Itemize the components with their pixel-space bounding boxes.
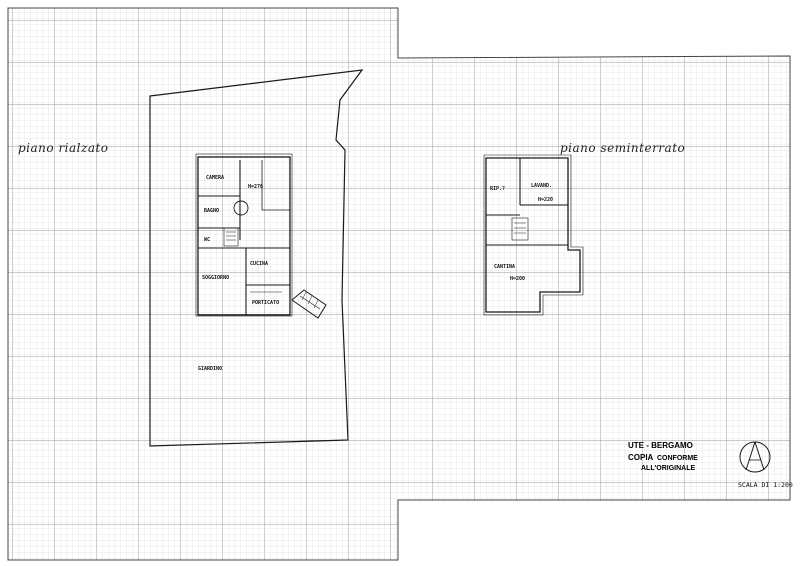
stamp-conforme: CONFORME [657,455,698,462]
room-height-label: H=270 [248,184,263,190]
stamp-office: UTE - BERGAMO [628,441,693,450]
room-cucina-label: CUCINA [250,261,268,267]
paper-outline [7,7,791,561]
room-cantina-height-label: H=200 [510,276,525,282]
ground-floor-plan [195,153,327,319]
room-wc-label: WC [204,237,210,243]
scale-label: SCALA DI 1:200 [738,481,793,489]
room-lavanderia-label: LAVAND. [531,183,552,189]
room-lav-height-label: H=220 [538,197,553,203]
certification-stamp: UTE - BERGAMO COPIA CONFORME ALL'ORIGINA… [628,441,698,472]
room-soggiorno-label: SOGGIORNO [202,275,229,281]
stamp-original: ALL'ORIGINALE [641,465,695,472]
room-cantina-label: CANTINA [494,264,515,270]
basement-title: piano seminterrato [560,141,685,155]
stamp-copy: COPIA [628,453,654,462]
north-arrow-icon [739,441,771,473]
garden-label: GIARDINO [198,366,222,372]
room-camera-label: CAMERA [206,175,224,181]
basement-plan [483,154,584,316]
room-rip-label: RIP.? [490,186,505,192]
room-bagno-label: BAGNO [204,208,219,214]
site-boundary [149,69,364,447]
room-porticato-label: PORTICATO [252,300,279,306]
ground-floor-title: piano rialzato [18,141,109,155]
